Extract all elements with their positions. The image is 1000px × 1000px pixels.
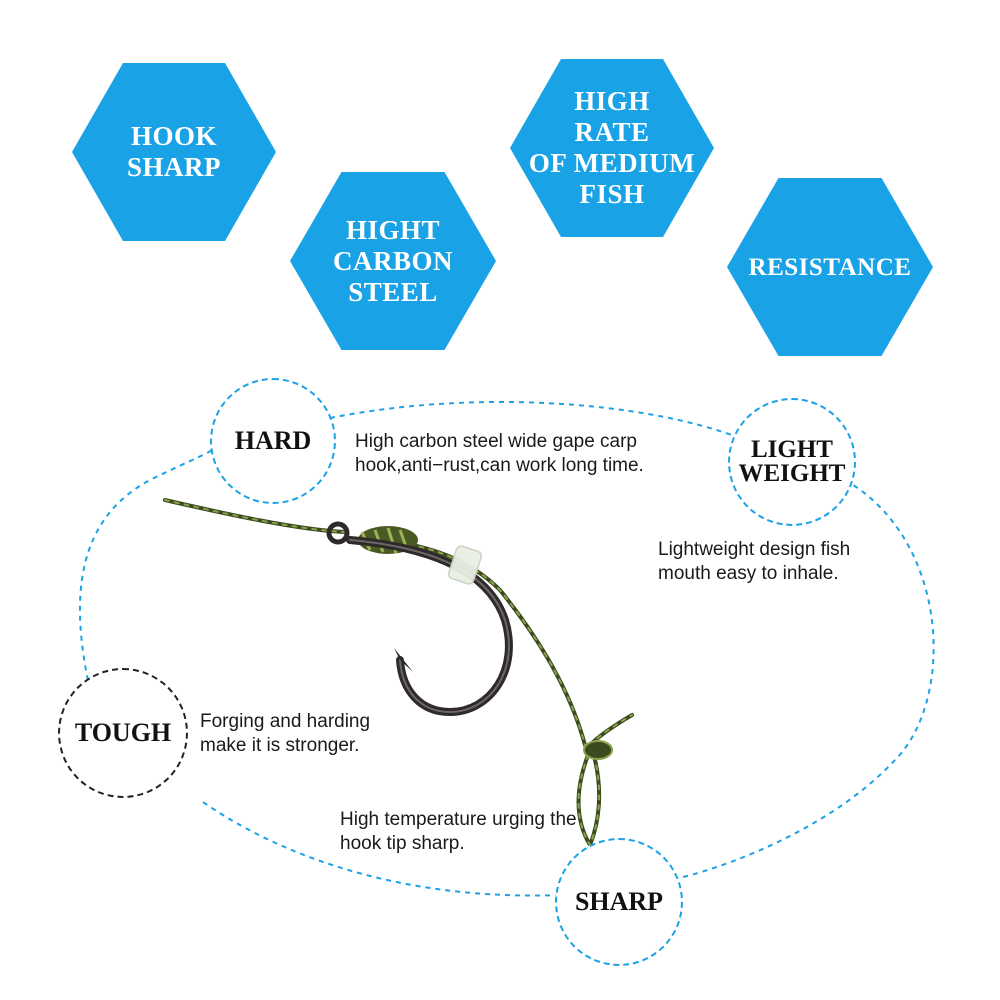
feature-hard-label: HARD	[234, 426, 312, 455]
feature-circle-hard: HARD	[210, 378, 336, 504]
hook-barb	[394, 648, 413, 672]
feature-circle-tough: TOUGH	[58, 668, 188, 798]
hook-eye	[326, 521, 350, 545]
feature-circle-sharp: SHARP	[555, 838, 683, 966]
silicone-sleeve	[447, 545, 483, 585]
braided-line	[163, 498, 634, 850]
hexagon-high-rate-label: HIGH RATE OF MEDIUM FISH	[528, 86, 696, 209]
hexagon-carbon-steel-label: HIGHT CARBON STEEL	[332, 214, 453, 307]
feature-sharp-description: High temperature urging the hook tip sha…	[340, 809, 577, 854]
hexagon-carbon-steel: HIGHT CARBON STEEL	[290, 172, 496, 350]
feature-tough-description: Forging and harding make it is stronger.	[200, 711, 371, 756]
feature-sharp-label: SHARP	[574, 887, 664, 916]
hook-body	[346, 536, 513, 717]
hexagon-hook-sharp-label: HOOK SHARP	[126, 121, 221, 182]
feature-hard-description: High carbon steel wide gape carp hook,an…	[355, 431, 644, 476]
feature-light-weight-label: LIGHT WEIGHT	[738, 436, 846, 487]
hexagon-resistance-label: RESISTANCE	[748, 253, 912, 281]
feature-light-weight-description: Lightweight design fish mouth easy to in…	[658, 539, 851, 584]
dashed-connector-loop	[78, 400, 935, 897]
feature-tough-label: TOUGH	[74, 718, 172, 747]
feature-circle-light-weight: LIGHT WEIGHT	[728, 398, 856, 526]
